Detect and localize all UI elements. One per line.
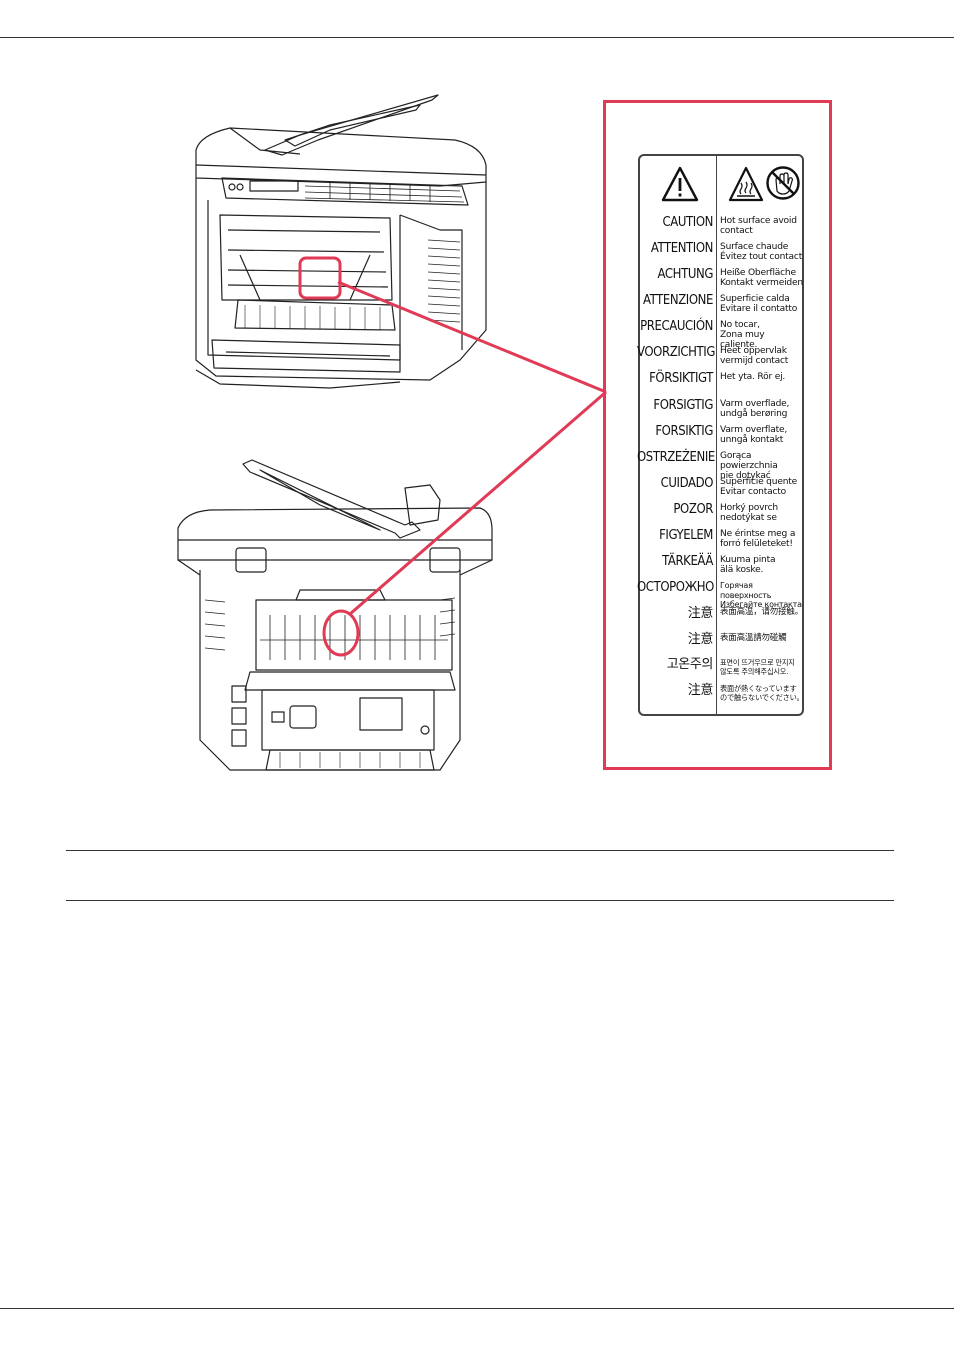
warning-word: FIGYELEM	[659, 528, 713, 543]
callout-lines	[337, 280, 607, 616]
printer-front-view	[195, 94, 487, 389]
warning-word: 注意	[687, 683, 714, 698]
section-rule-upper	[66, 850, 894, 851]
callout-box: CAUTION Hot surface avoid contact ATTENT…	[603, 100, 832, 770]
warning-word: VOORZICHTIG	[637, 345, 715, 360]
warning-message: Horký povrch nedotýkat se	[720, 503, 778, 524]
warning-word: OSTRZEŻENIE	[637, 450, 715, 465]
warning-message: Superfície quente Evitar contacto	[720, 477, 798, 498]
warning-message: Ne érintse meg a forró felületeket!	[720, 529, 796, 550]
warning-word: FÖRSIKTIGT	[649, 371, 713, 386]
warning-message: No tocar, Zona muy caliente.	[720, 320, 765, 351]
warning-message: Het yta. Rör ej.	[720, 372, 786, 382]
top-rule	[0, 37, 954, 38]
printer-illustrations	[177, 94, 607, 771]
callout-line-rear	[349, 390, 607, 616]
warning-message: 표면이 뜨거우므로 만지지 않도록 주의해주십시오.	[720, 658, 795, 676]
warning-message: 表面高温，请勿接触。	[720, 607, 804, 617]
warning-message: 表面が熱くなっています ので触らないでください。	[720, 684, 804, 702]
warning-message: 表面高溫請勿碰觸	[720, 633, 787, 643]
section-rule-lower	[66, 900, 894, 901]
warning-word: CUIDADO	[660, 476, 714, 491]
warning-word: ОСТОРОЖНО	[637, 580, 714, 595]
warning-message: Heet oppervlak vermijd contact	[720, 346, 789, 367]
hot-surface-warning-label: CAUTION Hot surface avoid contact ATTENT…	[637, 154, 804, 716]
warning-word: FORSIGTIG	[653, 398, 713, 413]
label-divider	[716, 156, 717, 714]
warning-message: Горячая поверхность Избегайте контакта	[720, 581, 802, 610]
warning-triangle-icon	[661, 166, 699, 202]
warning-message: Kuuma pinta älä koske.	[720, 555, 776, 576]
warning-message: Gorąca powierzchnia nie dotykać	[720, 451, 778, 482]
warning-message: Heiße Oberfläche Kontakt vermeiden	[720, 268, 803, 289]
warning-message: Surface chaude Évitez tout contact	[720, 242, 803, 263]
warning-message: Varm overflate, unngå kontakt	[720, 425, 788, 446]
warning-message: Varm overflade, undgå berøring	[720, 399, 790, 420]
warning-message: Superficie calda Evitare il contatto	[720, 294, 798, 315]
callout-line-front	[337, 280, 607, 394]
warning-word: 注意	[687, 632, 714, 647]
bottom-rule	[0, 1308, 954, 1309]
warning-word: ATTENZIONE	[643, 293, 713, 308]
printer-rear-view	[177, 459, 493, 771]
warning-word: 注意	[687, 606, 714, 621]
warning-message: Hot surface avoid contact	[720, 216, 797, 237]
warning-word: POZOR	[673, 502, 713, 517]
warning-word: TÄRKEÄÄ	[662, 554, 713, 569]
warning-word: ACHTUNG	[657, 267, 714, 282]
warning-word: FORSIKTIG	[655, 424, 713, 439]
warning-word: 고온주의	[666, 657, 714, 672]
warning-word: CAUTION	[662, 215, 714, 230]
hot-surface-icon	[728, 166, 764, 202]
warning-word: ATTENTION	[650, 241, 714, 256]
no-touch-icon	[766, 166, 800, 200]
warning-word: PRECAUCIÓN	[640, 319, 713, 334]
